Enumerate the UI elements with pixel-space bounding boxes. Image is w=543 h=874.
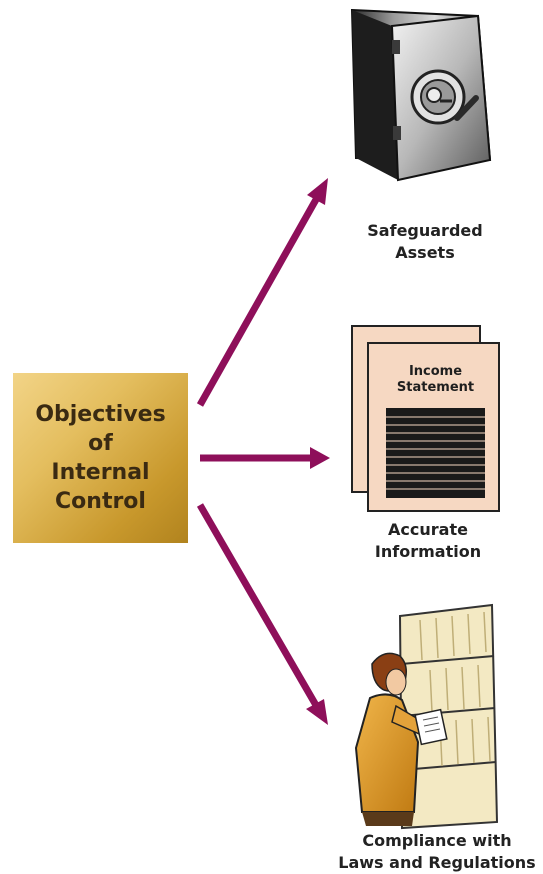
objectives-title: Objectives of Internal Control xyxy=(21,400,181,516)
objectives-line-2: of xyxy=(88,431,113,456)
arrow-to-compliance xyxy=(196,503,328,725)
arrow-to-accurate-information xyxy=(200,447,330,469)
document-title-line-2: Statement xyxy=(396,380,475,395)
objectives-line-4: Control xyxy=(55,489,146,514)
label-accurate-information: Accurate Information xyxy=(343,519,513,563)
clerk-at-file-shelf-icon xyxy=(354,603,499,830)
label-compliance-line-1: Compliance with xyxy=(362,831,512,850)
document-icon xyxy=(351,325,500,512)
objectives-box: Objectives of Internal Control xyxy=(13,373,188,543)
objectives-line-1: Objectives xyxy=(35,402,166,427)
objectives-line-3: Internal xyxy=(51,460,150,485)
arrow-to-safeguarded-assets xyxy=(196,178,328,407)
label-safeguarded-assets: Safeguarded Assets xyxy=(340,220,510,264)
document-title-line-1: Income xyxy=(408,364,463,379)
label-safeguarded-assets-line-1: Safeguarded xyxy=(367,221,483,240)
label-safeguarded-assets-line-2: Assets xyxy=(395,243,455,262)
label-compliance-line-2: Laws and Regulations xyxy=(338,853,536,872)
document-title: Income Statement xyxy=(386,364,485,396)
safe-icon xyxy=(350,8,492,182)
label-accurate-information-line-2: Information xyxy=(374,542,482,561)
label-accurate-information-line-1: Accurate xyxy=(388,520,468,539)
label-compliance: Compliance with Laws and Regulations xyxy=(335,830,539,874)
